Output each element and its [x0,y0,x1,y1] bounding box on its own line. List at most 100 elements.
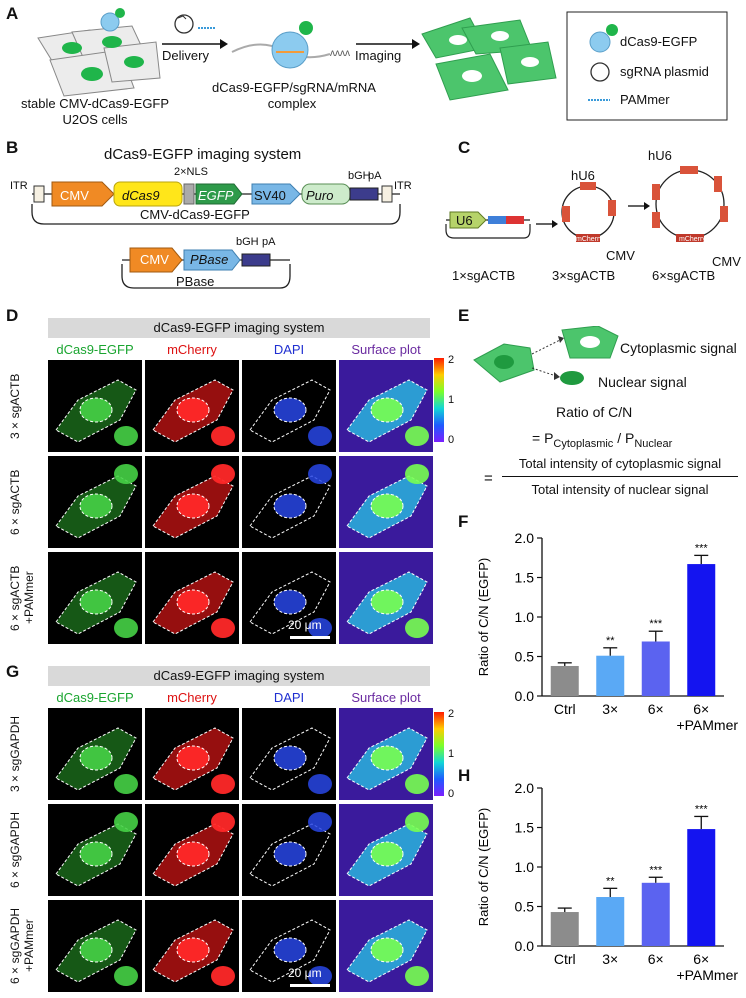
g-row-label-2: 6×sgGAPDH [8,811,22,889]
d-tile-r3-egfp [48,552,142,644]
legend-sgrna: sgRNA plasmid [620,64,709,79]
f-xtick-2: 6× [648,701,664,717]
d-tile-r3-surface [339,552,433,644]
scaffold-box [506,216,524,224]
hu6-label-6x: hU6 [648,148,672,163]
cmv-label-3x: CMV [606,248,635,263]
panel-letter-g: G [6,662,20,681]
panel-a-schematic: ʌʌʌʌ [37,8,728,121]
panel-letter-b: B [6,138,19,157]
g-scale-bar [290,984,330,987]
g-scale-text: 20 μm [288,966,322,980]
f-sig-3: *** [695,542,709,554]
cmv-label: CMV [60,188,89,203]
panel-letter-e: E [458,306,470,325]
d-tile-r2-mcherry [145,456,239,548]
legend-pammer: PAMmer [620,92,670,107]
h-ytick-1: 0.5 [515,899,535,915]
plasmid-icon [174,14,216,34]
h-ytick-0: 0.0 [515,938,535,954]
d-scale-bar [290,636,330,639]
d-row-label-3: 6×sgACTB +PAMmer [8,565,36,631]
panel-g-banner: dCas9-EGFP imaging system [48,666,430,686]
d-tile-r1-mcherry [145,360,239,452]
puro-label: Puro [306,188,334,203]
d-head-dapi: DAPI [273,342,305,357]
imaging-label: Imaging [355,48,402,63]
f-ytick-0: 0.0 [515,688,535,704]
ratio-formula: = PCytoplasmic / PNuclear [532,430,672,450]
pbase-gene [183,249,241,271]
sv40-promoter [251,183,301,205]
d-tile-r2-dapi [242,456,336,548]
formula-slash: / P [613,430,635,446]
d-tile-r3-dapi [242,552,336,644]
panel-h-chart: Ratio of C/N (EGFP)0.00.51.01.52.0Ctrl**… [476,780,738,983]
g-tile-r3-dapi [242,900,336,992]
d-tile-r2-surface [339,456,433,548]
g-tile-r2-mcherry [145,804,239,896]
g-tile-r2-egfp [48,804,142,896]
g-head-mcherry: mCherry [167,690,217,705]
panel-letter-d: D [6,306,19,325]
bgh-pa [349,187,379,201]
g-tile-r1-egfp [48,708,142,800]
formula-numerator: Total intensity of cytoplasmic signal [518,456,722,471]
panel-e-cells [473,326,619,385]
cmv-promoter [51,181,115,207]
f-xtick-0: Ctrl [554,701,576,717]
plasmid2-label: PBase [176,274,215,289]
g-tile-r3-egfp [48,900,142,992]
mcherry-cassette-3x [576,234,600,242]
panel-letter-h: H [458,766,471,785]
complex-icon [271,21,313,69]
formula-eq-sign: = [484,470,493,487]
egfp-gene [195,183,243,205]
g-tile-r1-mcherry [145,708,239,800]
f-ylabel: Ratio of C/N (EGFP) [476,558,491,676]
h-xtick-3-line1: +PAMmer [676,967,738,983]
ratio-label: Ratio of C/N [556,404,633,420]
d-head-mcherry: mCherry [167,342,217,357]
h-ytick-4: 2.0 [515,780,535,796]
panel-f-chart: Ratio of C/N (EGFP)0.00.51.01.52.0Ctrl**… [476,530,738,733]
itr-left [33,185,45,203]
mcherry-cassette-6x [676,234,704,242]
hu6-label-3x: hU6 [571,168,595,183]
nls-label: 2×NLS [174,166,208,178]
pbase-cmv-label: CMV [140,252,169,267]
pbase-bgh-label: bGH [236,236,259,248]
d-tile-r3-mcherry [145,552,239,644]
caption-6x: 6×sgACTB [652,268,716,283]
nuc-label: Nuclear signal [598,374,687,390]
sv40-label: SV40 [254,188,286,203]
h-bar-1 [596,897,625,946]
h-bar-3 [687,829,716,946]
formula-line [502,476,738,477]
formula-prefix: = P [532,430,554,446]
h-xtick-3: 6× [693,951,709,967]
h-ytick-3: 1.5 [515,820,535,836]
g-colorbar-tick-2: 2 [448,708,455,720]
mcherry-text-3x: mCherry [576,236,603,243]
d-tile-r2-egfp [48,456,142,548]
dcas9-icon [100,8,125,32]
itr-left-label: ITR [10,180,28,192]
pbase-pa-label: pA [262,236,276,248]
pbase-cmv-promoter [129,247,183,273]
g-head-surface: Surface plot [351,690,421,705]
g-tile-r3-mcherry [145,900,239,992]
legend-dcas9: dCas9-EGFP [620,34,698,49]
formula-denominator: Total intensity of nuclear signal [531,482,709,497]
f-xtick-3: 6× [693,701,709,717]
complex-caption-2: complex [267,96,317,111]
f-xtick-1: 3× [602,701,618,717]
f-ytick-1: 0.5 [515,649,535,665]
f-xtick-3-line1: +PAMmer [676,717,738,733]
mcherry-text-6x: mCherry [679,236,706,243]
itr-right [381,185,393,203]
d-colorbar-tick-1: 1 [448,394,455,406]
d-tile-r1-egfp [48,360,142,452]
caption-3x: 3×sgACTB [552,268,616,283]
h-xtick-0: Ctrl [554,951,576,967]
